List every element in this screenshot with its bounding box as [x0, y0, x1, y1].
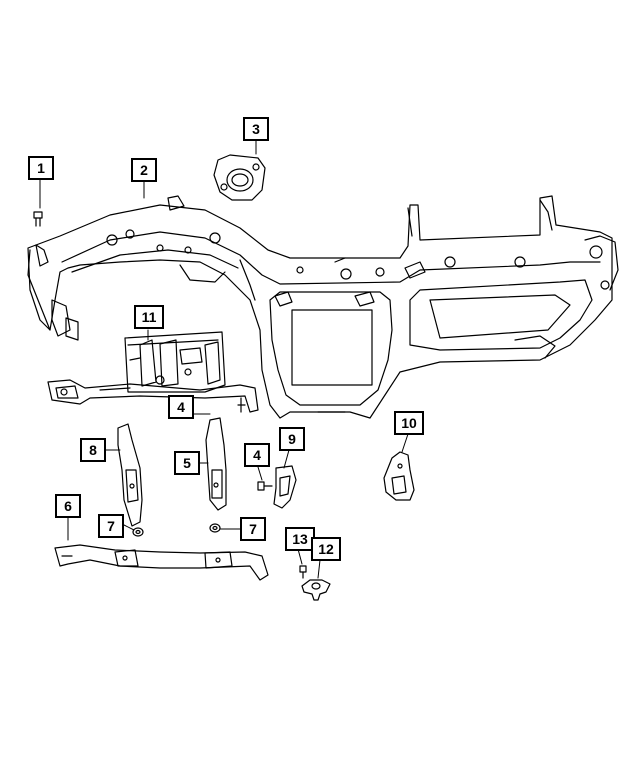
module-bracket-part-11: [124, 331, 226, 393]
callout-11: 11: [134, 305, 164, 329]
callout-7-left: 7: [98, 514, 124, 538]
bracket-part-10: [383, 451, 415, 501]
bolt-part-4: [257, 481, 273, 491]
callout-9: 9: [279, 427, 305, 451]
screw-part-13: [299, 565, 307, 579]
callout-4-right: 4: [244, 443, 270, 467]
brace-part-5: [205, 417, 227, 511]
callout-4-left: 4: [168, 395, 194, 419]
lower-crossmember-part-4: [47, 379, 259, 413]
leader-lines: [39, 140, 409, 579]
instrument-panel-beam: [27, 195, 619, 419]
callout-7-right: 7: [240, 517, 266, 541]
bracket-part-3: [213, 154, 266, 201]
brace-part-8: [117, 423, 143, 527]
grommet-part-7-right: [209, 523, 221, 533]
grommet-part-7-left: [132, 527, 144, 537]
clip-part-12: [301, 579, 331, 601]
callout-5: 5: [174, 451, 200, 475]
callout-2: 2: [131, 158, 157, 182]
callout-1: 1: [28, 156, 54, 180]
lower-support-part-6: [54, 544, 269, 581]
callout-3: 3: [243, 117, 269, 141]
callout-8: 8: [80, 438, 106, 462]
bolt-part-1: [33, 211, 43, 227]
callout-6: 6: [55, 494, 81, 518]
callout-10: 10: [394, 411, 424, 435]
callout-12: 12: [311, 537, 341, 561]
bracket-part-9: [273, 465, 297, 509]
